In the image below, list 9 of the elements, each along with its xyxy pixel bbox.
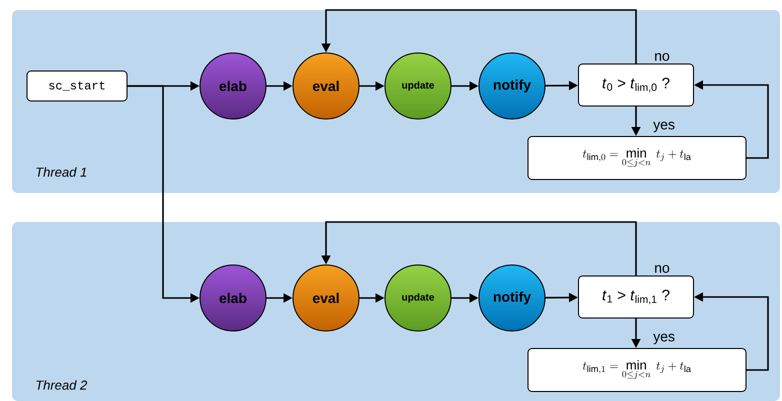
start-box: sc_start bbox=[26, 70, 128, 102]
edge-label: yes bbox=[652, 120, 676, 134]
formula-box: $t_{\mathrm{lim},0} = \min_{0\le j<n}\; t_j + t_{\mathrm{la}}$ bbox=[528, 136, 746, 180]
condition-box: t$_{0}$ > t$_{lim,0}$ ? bbox=[578, 64, 694, 106]
condition-box: t$_{1}$ > t$_{lim,1}$ ? bbox=[578, 276, 694, 318]
edge-label: no bbox=[653, 264, 671, 274]
edge-label: yes bbox=[652, 332, 676, 346]
edge-label: no bbox=[653, 52, 671, 62]
formula-box: $t_{\mathrm{lim},1} = \min_{0\le j<n}\; t_j + t_{\mathrm{la}}$ bbox=[528, 348, 746, 392]
